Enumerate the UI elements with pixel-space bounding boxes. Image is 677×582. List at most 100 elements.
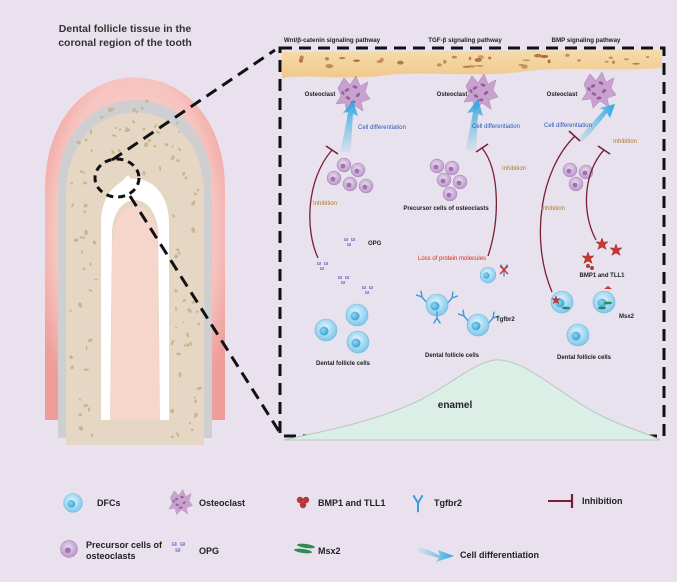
- follicle-speckle: [140, 106, 144, 110]
- follicle-speckle: [178, 130, 181, 133]
- zoom-circle: [93, 157, 141, 199]
- bone-pore: [325, 64, 334, 69]
- wnt-pathway: Osteoclast Cell differentiation Inhibiti…: [305, 75, 406, 367]
- follicle-speckle: [142, 170, 146, 176]
- tgf-differentiation-arrow: [466, 99, 483, 150]
- follicle-speckle: [70, 365, 74, 370]
- bmp-osteoclast-label: Osteoclast: [547, 92, 578, 98]
- bmp-inhibition-left-label: Inhibition: [541, 206, 565, 212]
- follicle-speckle: [87, 338, 93, 343]
- follicle-speckle: [76, 140, 81, 145]
- legend-item-msx2: Msx2: [294, 543, 341, 556]
- bone-pore: [608, 56, 614, 59]
- follicle-speckle: [78, 413, 83, 417]
- follicle-speckle: [78, 426, 84, 431]
- follicle-speckle: [190, 428, 194, 432]
- legend-item-tgfbr2: Tgfbr2: [412, 495, 462, 513]
- follicle-speckle: [79, 235, 83, 239]
- follicle-speckle: [183, 344, 186, 347]
- follicle-speckle: [188, 421, 192, 425]
- follicle-speckle: [85, 344, 88, 351]
- bmp-bmp1-molecules: [581, 237, 623, 270]
- bone-pore: [611, 60, 616, 65]
- follicle-speckle: [195, 310, 199, 313]
- bmp-inhibition-curve-left: [539, 135, 576, 293]
- bone-pore: [436, 63, 442, 67]
- follicle-speckle: [142, 127, 146, 131]
- legend-label-dfcs: DFCs: [97, 498, 121, 508]
- tgf-dfc-label: Dental follicle cells: [425, 353, 480, 359]
- bone-pore: [299, 55, 304, 60]
- bmp-differentiation-arrow: [578, 104, 615, 142]
- legend: DFCs Osteoclast BMP1 and TLL1 Tgfbr2 Inh…: [59, 489, 623, 562]
- follicle-speckle: [71, 203, 74, 208]
- bone-pore: [547, 59, 551, 64]
- follicle-speckle: [176, 432, 180, 438]
- follicle-speckle: [94, 278, 98, 281]
- legend-label-inhibition: Inhibition: [582, 496, 623, 506]
- follicle-speckle: [170, 408, 175, 414]
- tgf-pathway: Osteoclast Cell differentiation Precurso…: [403, 73, 526, 359]
- follicle-speckle: [176, 159, 180, 162]
- wnt-pathway-title: Wnt/β-catenin signaling pathway: [284, 37, 381, 44]
- follicle-speckle: [73, 238, 79, 242]
- bone-layer: [282, 50, 662, 78]
- bone-pore: [488, 56, 492, 60]
- follicle-speckle: [159, 165, 162, 172]
- follicle-speckle: [132, 107, 137, 113]
- follicle-speckle: [172, 214, 176, 218]
- follicle-speckle: [176, 352, 182, 356]
- follicle-speckle: [194, 399, 198, 403]
- legend-label-precursor-line2: osteoclasts: [86, 551, 136, 561]
- bmp-dental-follicle-cells: [550, 286, 616, 347]
- tooth-pulp: [110, 206, 160, 420]
- follicle-speckle: [175, 326, 178, 329]
- follicle-speckle: [178, 372, 182, 378]
- bone-pore: [353, 59, 360, 62]
- enamel-label: enamel: [438, 400, 473, 411]
- follicle-speckle: [189, 341, 193, 347]
- follicle-speckle: [83, 181, 87, 185]
- follicle-speckle: [108, 107, 111, 113]
- follicle-speckle: [132, 120, 135, 124]
- follicle-speckle: [170, 339, 175, 346]
- follicle-speckle: [99, 116, 104, 119]
- follicle-speckle: [184, 176, 188, 180]
- legend-item-dfcs: DFCs: [63, 493, 121, 513]
- follicle-speckle: [187, 308, 192, 313]
- bone-pore: [338, 57, 346, 60]
- follicle-speckle: [89, 262, 92, 266]
- bmp-inhibition-curve-right: [585, 149, 605, 241]
- legend-label-msx2: Msx2: [318, 546, 341, 556]
- tooth-illustration: Dental follicle tissue in the coronal re…: [45, 23, 225, 445]
- follicle-speckle: [193, 396, 197, 399]
- enamel-mound: [283, 359, 661, 441]
- follicle-speckle: [191, 226, 196, 234]
- tooth-title-line1: Dental follicle tissue in the: [59, 23, 192, 35]
- follicle-speckle: [125, 127, 130, 132]
- follicle-speckle: [196, 386, 202, 391]
- follicle-speckle: [83, 404, 89, 408]
- tooth-title-line2: coronal region of the tooth: [58, 37, 192, 49]
- follicle-speckle: [185, 343, 190, 347]
- follicle-speckle: [90, 149, 93, 152]
- follicle-speckle: [135, 110, 139, 114]
- tgf-precursor-label: Precursor cells of osteoclasts: [403, 206, 489, 212]
- follicle-speckle: [196, 188, 200, 192]
- legend-label-cell-differentiation: Cell differentiation: [460, 550, 539, 560]
- wnt-dfc-label: Dental follicle cells: [316, 361, 371, 367]
- bone-pore: [468, 56, 472, 61]
- zoom-lines: [111, 48, 284, 437]
- follicle-speckle: [153, 144, 157, 148]
- follicle-speckle: [181, 321, 184, 324]
- bmp-bmp1-label: BMP1 and TLL1: [579, 273, 625, 279]
- follicle-speckle: [176, 121, 179, 126]
- follicle-speckle: [174, 254, 179, 259]
- bone-pore: [477, 55, 484, 60]
- follicle-speckle: [144, 142, 149, 148]
- tooth-enamel-shell: [101, 178, 169, 420]
- bone-pore: [534, 53, 542, 58]
- bone-pore: [646, 56, 650, 58]
- follicle-speckle: [78, 398, 82, 401]
- follicle-speckle: [110, 107, 113, 112]
